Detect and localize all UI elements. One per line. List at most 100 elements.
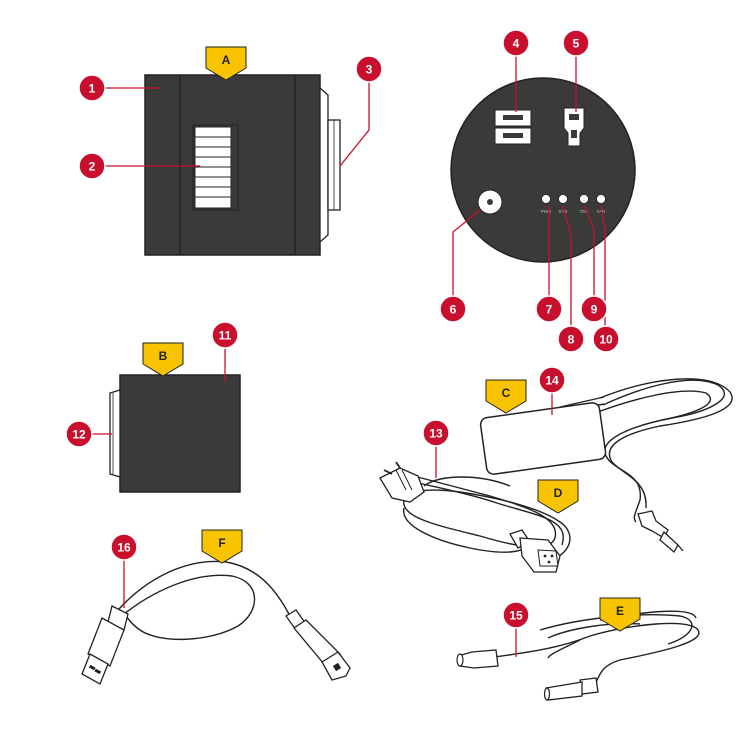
- iec-pin-1: [543, 554, 547, 558]
- schuko-pin-1: [383, 469, 393, 475]
- marker-12-label: 12: [72, 428, 86, 442]
- led-pwr: [541, 194, 551, 204]
- iec-connector: [509, 529, 561, 573]
- port-label-fan: FAN: [597, 209, 606, 214]
- usb-cable: [81, 560, 351, 685]
- marker-8-label: 8: [568, 333, 575, 347]
- marker-14-label: 14: [545, 374, 559, 388]
- power-adapter: [479, 378, 733, 554]
- iec-pin-2: [550, 554, 554, 558]
- marker-d-label: D: [554, 486, 563, 500]
- marker-7: 7: [535, 295, 563, 323]
- adapter-dc-cable: [597, 378, 733, 523]
- marker-13: 13: [422, 419, 450, 447]
- letter-markers: A B C D E F: [142, 46, 641, 632]
- marker-11: 11: [211, 321, 239, 349]
- marker-4: 4: [502, 29, 530, 57]
- mains-cord: [379, 461, 571, 573]
- extension-female-jack: [457, 649, 499, 669]
- usb-a-housing: [87, 617, 125, 667]
- marker-e: E: [599, 597, 641, 632]
- adapter-brick: [479, 402, 607, 475]
- usb-b-port-slot-bottom: [571, 130, 577, 138]
- leader-3: [339, 82, 370, 167]
- marker-1: 1: [78, 74, 106, 102]
- port-label-tec: TEC: [580, 209, 590, 214]
- adapter-dc-plug-tip: [659, 530, 679, 554]
- marker-6: 6: [439, 295, 467, 323]
- marker-10: 10: [592, 325, 620, 353]
- marker-7-label: 7: [546, 303, 553, 317]
- usb-b-contact: [332, 662, 342, 672]
- front-flange: [319, 86, 329, 244]
- marker-f: F: [201, 529, 243, 564]
- marker-4-label: 4: [513, 37, 520, 51]
- camera-side-view: [144, 74, 341, 256]
- marker-3-label: 3: [366, 63, 373, 77]
- leader-9: [584, 205, 595, 296]
- adapter-dc-plug-end: [677, 544, 684, 552]
- leader-10: [600, 205, 606, 326]
- usb-b-plug: [285, 609, 351, 681]
- usb-port-top-slot: [503, 115, 523, 120]
- port-label-pwr: PWR: [541, 209, 552, 214]
- marker-c-label: C: [502, 386, 511, 400]
- power-jack-pin: [487, 199, 493, 205]
- usb-port-bottom-slot: [503, 133, 523, 138]
- schuko-plug-grip-1: [395, 469, 407, 491]
- marker-d: D: [537, 479, 579, 514]
- usb-b-port-slot-top: [569, 114, 579, 120]
- back-panel: [450, 77, 636, 263]
- marker-16: 16: [110, 533, 138, 561]
- extension-male-plug-body: [579, 677, 599, 695]
- marker-e-label: E: [616, 604, 624, 618]
- schuko-plug: [379, 461, 425, 503]
- extension-male-plug-end: [543, 687, 551, 701]
- usb-cable-wire: [117, 560, 293, 641]
- marker-9-label: 9: [591, 303, 598, 317]
- marker-6-label: 6: [450, 303, 457, 317]
- schuko-plug-body: [379, 467, 425, 503]
- marker-5-label: 5: [573, 37, 580, 51]
- marker-f-label: F: [218, 536, 225, 550]
- marker-1-label: 1: [89, 82, 96, 96]
- schuko-plug-grip-2: [401, 469, 413, 491]
- iec-pin-3: [547, 560, 551, 564]
- marker-13-label: 13: [429, 427, 443, 441]
- leader-8: [562, 205, 572, 326]
- led-sys: [558, 194, 568, 204]
- marker-16-label: 16: [117, 541, 131, 555]
- small-camera-body: [119, 374, 241, 493]
- camera-back-view: PWR SYS TEC FAN: [450, 77, 636, 263]
- marker-3: 3: [355, 55, 383, 83]
- port-label-sys: SYS: [558, 209, 567, 214]
- extension-female-jack-opening: [456, 653, 464, 667]
- iec-connector-face: [537, 549, 559, 567]
- marker-9: 9: [580, 295, 608, 323]
- marker-2-label: 2: [89, 160, 96, 174]
- marker-14: 14: [538, 366, 566, 394]
- small-camera-flange: [109, 389, 121, 478]
- extension-cable: [456, 610, 700, 701]
- usb-a-connector: [81, 653, 109, 685]
- usb-a-contact-1: [88, 664, 96, 671]
- marker-b-label: B: [159, 349, 168, 363]
- led-tec: [579, 194, 589, 204]
- marker-a-label: A: [222, 53, 231, 67]
- marker-5: 5: [562, 29, 590, 57]
- marker-10-label: 10: [599, 333, 613, 347]
- marker-a: A: [205, 46, 247, 81]
- marker-b: B: [142, 342, 184, 377]
- leader-lines: [92, 56, 606, 657]
- leader-6: [452, 209, 481, 296]
- fin-lines: [195, 136, 231, 198]
- number-markers: 1 2 3 4 5 6 7 8: [65, 29, 620, 629]
- marker-12: 12: [65, 420, 93, 448]
- usb-a-contact-2: [94, 668, 102, 675]
- schuko-pin-2: [395, 461, 401, 469]
- marker-c: C: [485, 379, 527, 414]
- marker-11-label: 11: [219, 329, 232, 343]
- marker-2: 2: [78, 152, 106, 180]
